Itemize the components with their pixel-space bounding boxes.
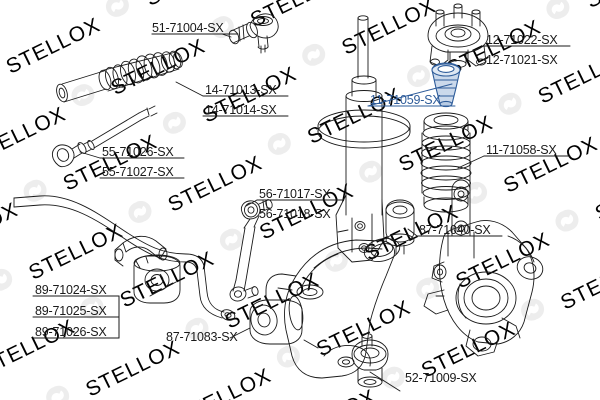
label-56-71017-sx: 56-71017-SX [259,187,331,201]
label-87-71083-sx: 87-71083-SX [166,330,238,344]
label-55-71027-sx: 55-71027-SX [102,165,174,179]
label-89-71025-sx: 89-71025-SX [35,304,107,318]
label-14-71013-sx: 14-71013-SX [205,83,277,97]
label-11-71058-sx: 11-71058-SX [486,143,557,157]
label-51-71004-sx: 51-71004-SX [152,21,224,35]
label-56-71018-sx: 56-71018-SX [259,207,331,221]
label-11-71059-sx: 11-71059-SX [370,93,441,107]
label-12-71021-sx: 12-71021-SX [486,53,558,67]
label-12-71022-sx: 12-71022-SX [486,33,558,47]
label-87-71040-sx: 87-71040-SX [419,223,491,237]
label-55-71026-sx: 55-71026-SX [102,145,174,159]
label-52-71009-sx: 52-71009-SX [405,371,477,385]
label-89-71026-sx: 89-71026-SX [35,325,107,339]
label-14-71014-sx: 14-71014-SX [205,103,277,117]
label-89-71024-sx: 89-71024-SX [35,283,107,297]
